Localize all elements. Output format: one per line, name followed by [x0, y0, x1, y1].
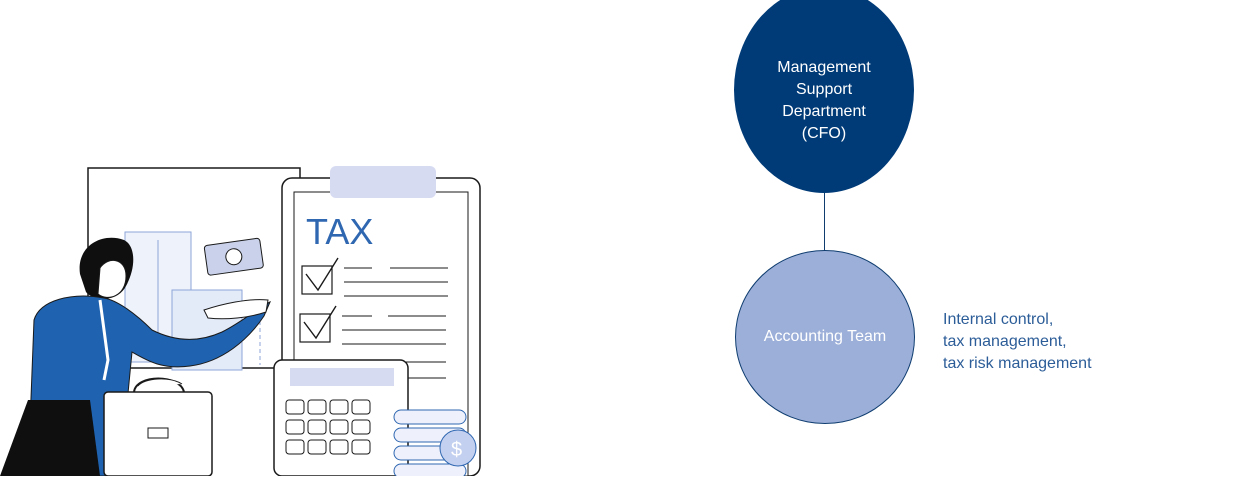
responsibility-item: tax risk management [943, 355, 1092, 372]
tax-scene-graphic: TAX [0, 166, 481, 479]
management-support-node: Management Support Department (CFO) [734, 0, 914, 193]
tax-illustration: TAX [0, 0, 560, 479]
svg-text:$: $ [451, 439, 462, 461]
accounting-team-label: Accounting Team [763, 328, 887, 345]
responsibilities-list: Internal control, tax management, tax ri… [943, 309, 1092, 375]
responsibility-item: tax management, [943, 333, 1067, 350]
responsibility-item: Internal control, [943, 311, 1054, 328]
node-connector-line [824, 193, 825, 251]
accounting-team-node: Accounting Team [735, 250, 915, 424]
top-node-line: (CFO) [801, 125, 847, 142]
top-node-line: Management [777, 59, 871, 76]
top-node-line: Department [782, 103, 866, 120]
tax-label: TAX [306, 211, 373, 252]
top-node-line: Support [795, 81, 853, 98]
org-chart: Management Support Department (CFO) Acco… [560, 0, 1258, 476]
